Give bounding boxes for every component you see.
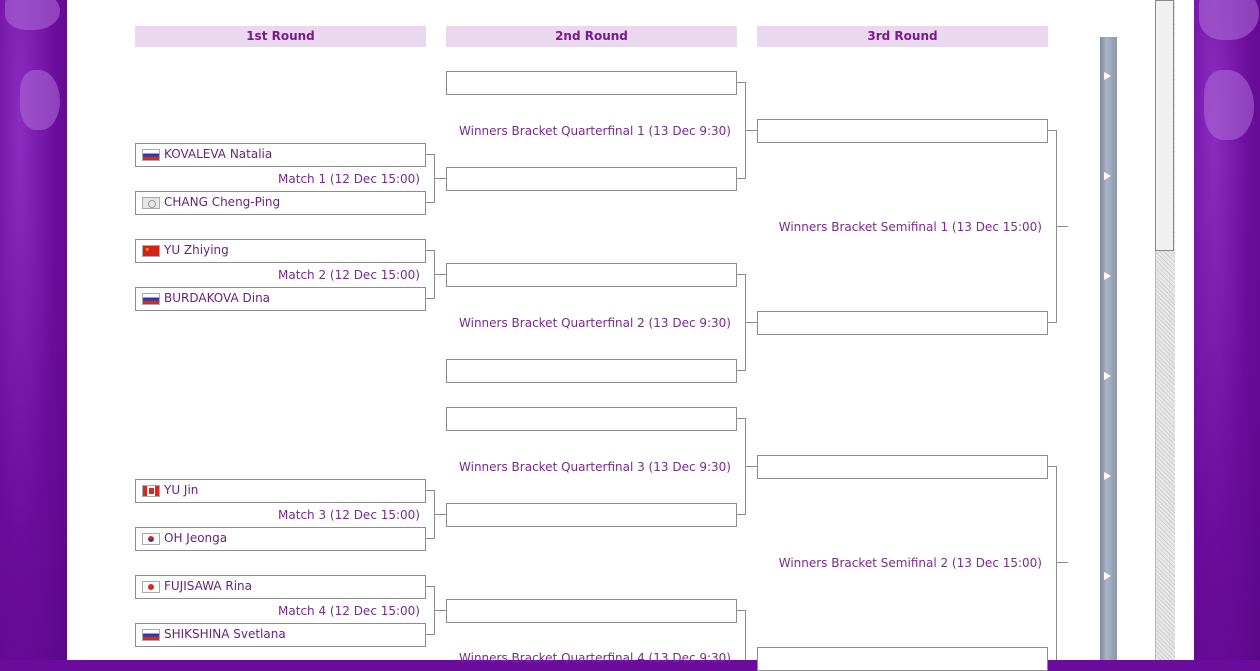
match-label: Winners Bracket Quarterfinal 3 (13 Dec 9… [459, 460, 731, 474]
match-label: Winners Bracket Quarterfinal 1 (13 Dec 9… [459, 124, 731, 138]
bracket-line [737, 82, 745, 83]
match-label: Match 2 (12 Dec 15:00) [278, 268, 420, 282]
bracket-line [426, 298, 434, 299]
round-header-2: 2nd Round [446, 26, 737, 47]
play-arrow-icon[interactable] [1104, 172, 1111, 180]
bracket-line [1048, 466, 1056, 467]
bracket-line [745, 130, 757, 131]
player-name: YU Zhiying [164, 243, 229, 257]
globe-decoration [5, 0, 60, 30]
empty-slot[interactable] [757, 311, 1048, 335]
kor-flag-icon [142, 533, 160, 545]
player-name: CHANG Cheng-Ping [164, 195, 281, 209]
bracket-line [737, 514, 745, 515]
rus-flag-icon [142, 149, 160, 161]
round-header-3: 3rd Round [757, 26, 1048, 47]
empty-slot[interactable] [757, 119, 1048, 143]
empty-slot[interactable] [757, 455, 1048, 479]
bracket-line [434, 178, 446, 179]
bracket-line [434, 274, 446, 275]
player-name: BURDAKOVA Dina [164, 291, 271, 305]
globe-decoration [20, 70, 60, 130]
round-header-1: 1st Round [135, 26, 426, 47]
player-slot[interactable]: SHIKSHINA Svetlana [135, 623, 426, 647]
can-flag-icon [142, 485, 160, 497]
play-arrow-icon[interactable] [1104, 472, 1111, 480]
bracket-line [426, 634, 434, 635]
play-arrow-icon[interactable] [1104, 372, 1111, 380]
match-label: Winners Bracket Semifinal 2 (13 Dec 15:0… [778, 556, 1042, 570]
empty-slot[interactable] [446, 599, 737, 623]
empty-slot[interactable] [446, 359, 737, 383]
player-slot[interactable]: KOVALEVA Natalia [135, 143, 426, 167]
bracket-line [745, 322, 757, 323]
bracket-line [426, 538, 434, 539]
bracket-line [426, 490, 434, 491]
player-name: FUJISAWA Rina [164, 579, 253, 593]
background-right [1194, 0, 1260, 660]
match-label: Winners Bracket Semifinal 1 (13 Dec 15:0… [778, 220, 1042, 234]
tpe-flag-icon [142, 197, 160, 209]
bracket-line [737, 178, 745, 179]
play-arrow-icon[interactable] [1104, 272, 1111, 280]
empty-slot[interactable] [446, 407, 737, 431]
match-label: Winners Bracket Quarterfinal 2 (13 Dec 9… [459, 316, 731, 330]
rus-flag-icon [142, 629, 160, 641]
bracket-page: 1st Round 2nd Round 3rd Round KOVALEVA N… [67, 0, 1194, 671]
player-slot[interactable]: YU Jin [135, 479, 426, 503]
bracket-line [1056, 226, 1068, 227]
rus-flag-icon [142, 293, 160, 305]
player-name: OH Jeonga [164, 531, 228, 545]
bracket-line [426, 250, 434, 251]
bracket-line [1048, 322, 1056, 323]
bracket-line [426, 154, 434, 155]
globe-decoration [1204, 70, 1254, 140]
bracket-nav-bar [1100, 37, 1117, 660]
bracket-line [737, 418, 745, 419]
player-name: SHIKSHINA Svetlana [164, 627, 286, 641]
globe-decoration [1199, 0, 1259, 40]
bracket-line [745, 466, 757, 467]
empty-slot[interactable] [446, 71, 737, 95]
player-name: YU Jin [164, 483, 199, 497]
bracket-line [434, 514, 446, 515]
play-arrow-icon[interactable] [1104, 572, 1111, 580]
bracket-line [737, 370, 745, 371]
match-label: Match 1 (12 Dec 15:00) [278, 172, 420, 186]
player-slot[interactable]: OH Jeonga [135, 527, 426, 551]
match-label: Winners Bracket Quarterfinal 4 (13 Dec 9… [459, 651, 731, 665]
match-label: Match 3 (12 Dec 15:00) [278, 508, 420, 522]
player-slot[interactable]: CHANG Cheng-Ping [135, 191, 426, 215]
scrollbar-thumb[interactable] [1155, 0, 1174, 251]
bracket-line [1048, 130, 1056, 131]
bracket-line [426, 586, 434, 587]
player-name: KOVALEVA Natalia [164, 147, 273, 161]
bracket-line [1056, 562, 1068, 563]
player-slot[interactable]: FUJISAWA Rina [135, 575, 426, 599]
jpn-flag-icon [142, 581, 160, 593]
player-slot[interactable]: ★ YU Zhiying [135, 239, 426, 263]
background-left [0, 0, 67, 660]
bracket-line [426, 202, 434, 203]
empty-slot[interactable] [446, 503, 737, 527]
empty-slot[interactable] [446, 167, 737, 191]
bracket-line [1056, 466, 1057, 660]
bracket-line [737, 610, 745, 611]
bracket-line [745, 610, 746, 660]
play-arrow-icon[interactable] [1104, 72, 1111, 80]
empty-slot[interactable] [757, 647, 1048, 671]
bracket-line [737, 274, 745, 275]
bracket-line [434, 610, 446, 611]
chn-flag-icon: ★ [142, 245, 160, 257]
player-slot[interactable]: BURDAKOVA Dina [135, 287, 426, 311]
empty-slot[interactable] [446, 263, 737, 287]
match-label: Match 4 (12 Dec 15:00) [278, 604, 420, 618]
